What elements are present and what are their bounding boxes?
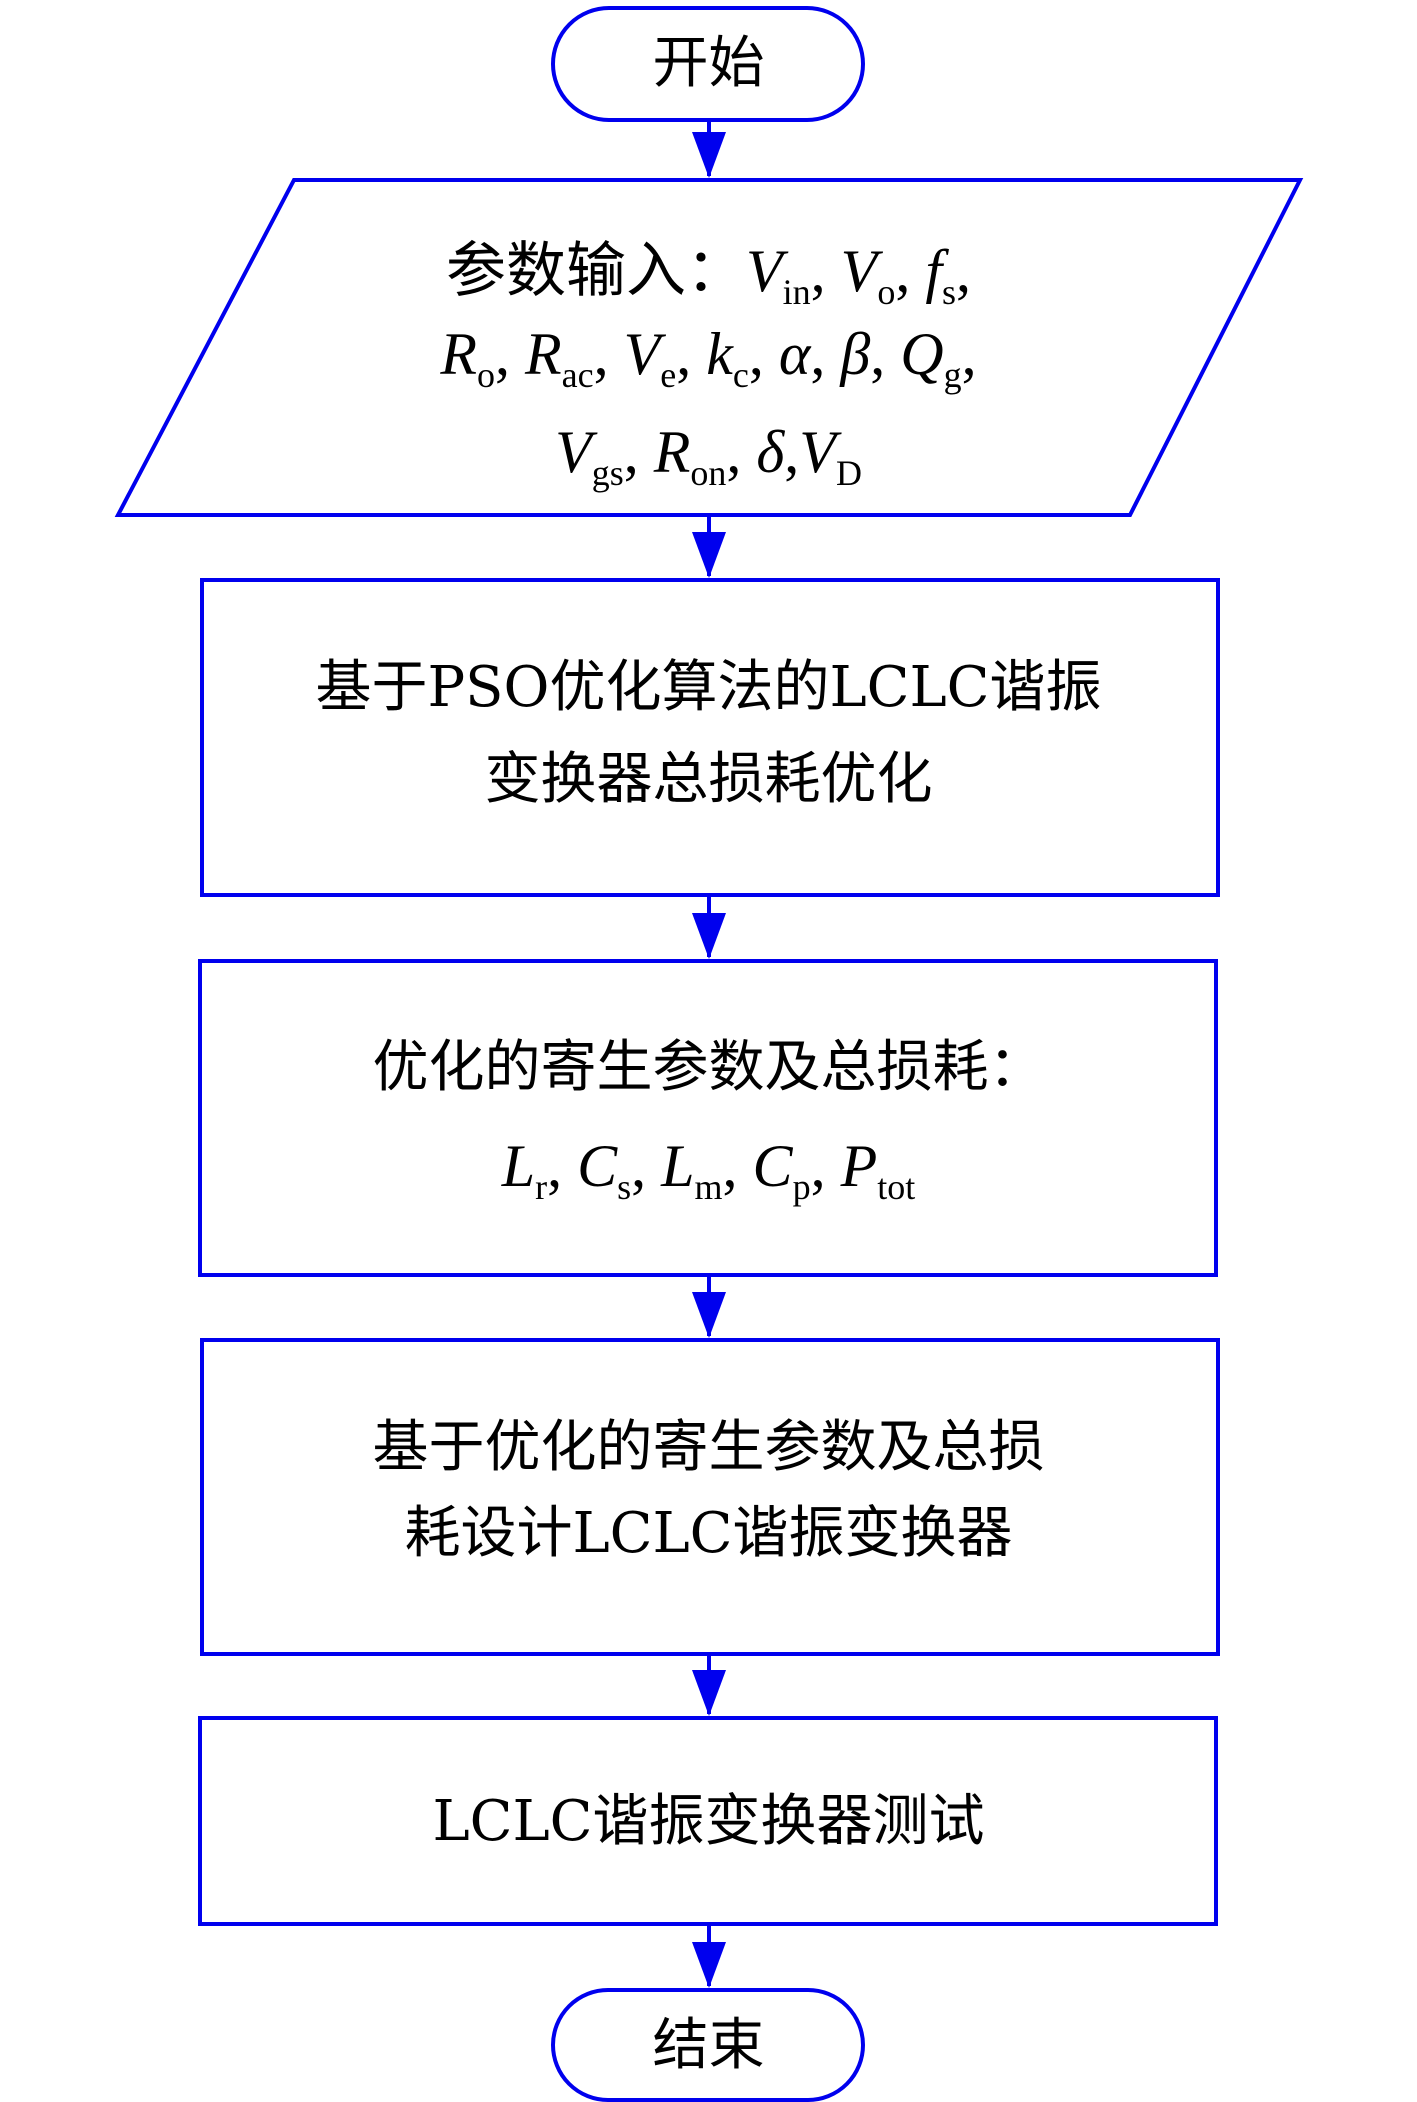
parasitic-params: Lr, Cs, Lm, Cp, Ptot <box>501 1133 916 1207</box>
param-subscript: s <box>941 272 956 312</box>
param-subscript: in <box>782 272 811 312</box>
arrowhead <box>692 132 726 178</box>
step4-label: LCLC谐振变换器测试 <box>432 1789 985 1854</box>
arrowhead <box>692 532 726 578</box>
arrowhead <box>692 1670 726 1716</box>
param-subscript: r <box>535 1167 548 1207</box>
flow-arrows <box>692 120 726 1988</box>
param-symbol: V <box>799 419 836 485</box>
process-box-parasitics <box>198 959 1218 1277</box>
step1-line-1: 基于PSO优化算法的LCLC谐振 <box>315 655 1102 720</box>
param-symbol: f <box>925 238 942 304</box>
param-subscript: g <box>943 355 962 395</box>
param-symbol: R <box>440 321 478 387</box>
process-box-pso <box>200 578 1220 897</box>
input-line-2: Ro, Rac, Ve, kc, α, β, Qg, <box>0 320 1417 396</box>
param-subscript: o <box>877 272 896 312</box>
param-subscript: on <box>690 453 727 493</box>
param-symbol: L <box>501 1133 536 1199</box>
param-symbol: V <box>840 238 878 304</box>
param-subscript: c <box>732 355 749 395</box>
param-subscript: D <box>835 453 862 493</box>
param-symbol: C <box>752 1133 793 1199</box>
process-box-design <box>200 1338 1220 1656</box>
param-symbol: V <box>555 419 592 485</box>
param-subscript: p <box>792 1167 811 1207</box>
param-symbol: R <box>525 321 562 387</box>
input-params-line-1: Vin, Vo, fs, <box>745 238 971 312</box>
input-parallelogram <box>114 178 1304 517</box>
step1-line-2: 变换器总损耗优化 <box>484 747 933 812</box>
param-symbol: C <box>577 1133 618 1199</box>
param-symbol: Q <box>900 321 944 387</box>
step3-line-1: 基于优化的寄生参数及总损 <box>372 1415 1045 1480</box>
param-symbol: P <box>840 1133 878 1199</box>
param-subscript: s <box>617 1167 632 1207</box>
param-subscript: ac <box>561 355 594 395</box>
param-symbol: R <box>653 419 691 485</box>
step3-line-2: 耗设计LCLC谐振变换器 <box>404 1501 1013 1566</box>
arrowhead <box>692 913 726 959</box>
param-subscript: gs <box>591 453 624 493</box>
param-subscript: m <box>694 1167 723 1207</box>
param-symbol: α <box>778 321 811 387</box>
param-symbol: β <box>840 321 871 387</box>
param-subscript: e <box>660 355 677 395</box>
arrowhead <box>692 1942 726 1988</box>
param-symbol: V <box>623 321 661 387</box>
param-symbol: δ <box>756 419 785 485</box>
param-subscript: tot <box>877 1167 916 1207</box>
step2-params: Lr, Cs, Lm, Cp, Ptot <box>0 1132 1417 1208</box>
input-line-1: 参数输入：Vin, Vo, fs, <box>0 222 1417 313</box>
param-symbol: L <box>661 1133 695 1199</box>
input-line-3: Vgs, Ron, δ,VD <box>0 418 1417 494</box>
start-label: 开始 <box>652 31 765 96</box>
param-symbol: V <box>745 238 783 304</box>
end-terminator <box>551 1988 865 2102</box>
arrowhead <box>692 1292 726 1338</box>
input-params-line-3: Vgs, Ron, δ,VD <box>555 419 862 493</box>
input-params-line-2: Ro, Rac, Ve, kc, α, β, Qg, <box>440 321 977 395</box>
end-label: 结束 <box>652 2013 765 2078</box>
param-subscript: o <box>477 355 496 395</box>
input-prefix: 参数输入： <box>445 236 746 306</box>
step2-line-1: 优化的寄生参数及总损耗： <box>372 1035 1045 1100</box>
param-symbol: k <box>706 321 733 387</box>
